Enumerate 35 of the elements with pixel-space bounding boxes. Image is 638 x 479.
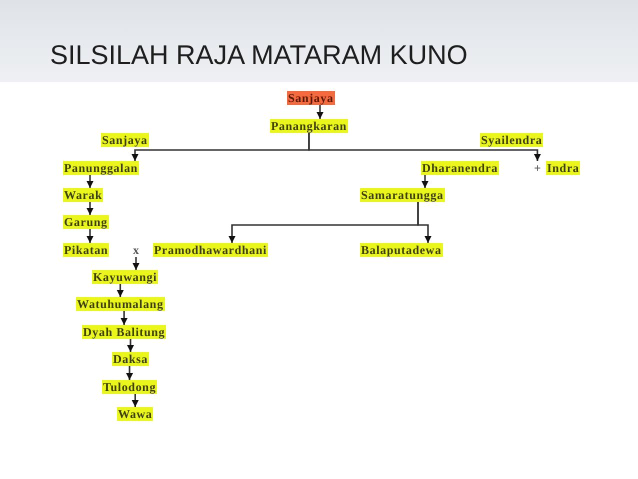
name-box: Pikatan (63, 243, 110, 257)
arrow (120, 311, 128, 325)
name-box: Panangkaran (270, 119, 348, 133)
name-box: Dharanendra (421, 161, 499, 175)
arrow (316, 105, 324, 119)
name-box: Warak (63, 188, 104, 202)
root-name-box: Sanjaya (287, 91, 335, 105)
name-box: Tulodong (102, 380, 158, 394)
name-box: Kayuwangi (92, 270, 158, 284)
name-box: Wawa (117, 407, 154, 421)
arrow (132, 394, 139, 407)
name-box: Garung (63, 215, 109, 229)
name-box: Watuhumalang (76, 297, 165, 311)
symbol-label: + (534, 161, 541, 175)
arrow (116, 284, 124, 297)
arrow (421, 175, 429, 188)
name-box: Samaratungga (360, 188, 445, 202)
arrow (86, 202, 94, 215)
arrow (126, 339, 134, 352)
arrow (132, 257, 140, 270)
name-box: Balaputadewa (360, 243, 443, 257)
symbol-label: x (133, 243, 139, 257)
name-box: Dyah Balitung (82, 325, 166, 339)
name-box: Sanjaya (101, 133, 149, 147)
arrow (308, 133, 542, 161)
name-box: Daksa (112, 352, 150, 366)
arrow (417, 202, 432, 243)
slide-title: SILSILAH RAJA MATARAM KUNO (50, 40, 468, 71)
arrow (126, 366, 134, 380)
arrow (86, 229, 94, 243)
name-box: Syailendra (480, 133, 544, 147)
arrow (86, 175, 94, 188)
name-box: Pramodhawardhani (153, 243, 268, 257)
name-box: Panunggalan (63, 161, 139, 175)
name-box: Indra (546, 161, 580, 175)
